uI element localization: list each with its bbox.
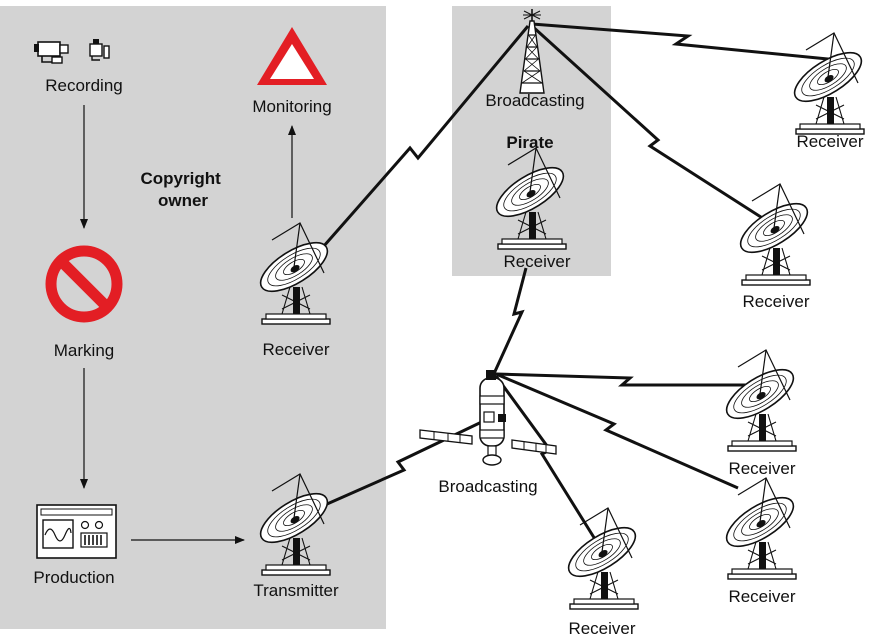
- warning-triangle-icon: [257, 27, 327, 85]
- production-label: Production: [33, 568, 114, 587]
- tower-broadcasting-label: Broadcasting: [485, 91, 584, 110]
- pirate-receiver-label: Receiver: [503, 252, 570, 271]
- marking-label: Marking: [54, 341, 114, 360]
- owner-receiver-label: Receiver: [262, 340, 329, 359]
- sat-receiver-3-dish-icon: [560, 507, 644, 610]
- transmitter-label: Transmitter: [253, 581, 339, 600]
- recording-label: Recording: [45, 76, 123, 95]
- tower-receiver-1-dish-icon: [786, 32, 869, 135]
- camera-icon: [34, 39, 110, 64]
- satellite-icon: [419, 370, 557, 466]
- sat-receiver-1-dish-icon: [718, 349, 802, 452]
- sat-receiver-3-label: Receiver: [568, 619, 635, 637]
- sat-receiver-2-dish-icon: [718, 477, 802, 580]
- pirate-label: Pirate: [506, 133, 553, 152]
- prohibited-icon: [45, 245, 123, 323]
- copyright-owner-label: Copyright owner: [140, 169, 225, 210]
- sat-receiver-1-label: Receiver: [728, 459, 795, 478]
- mixing-console-icon: [36, 504, 117, 559]
- process-flow-arrows: [80, 105, 296, 544]
- tower-receiver-1-label: Receiver: [796, 132, 863, 151]
- tower-receiver-2-dish-icon: [732, 183, 816, 286]
- sat-receiver-2-label: Receiver: [728, 587, 795, 606]
- copyright-owner-line-1: Copyright: [140, 169, 221, 188]
- copyright-owner-line-2: owner: [158, 191, 208, 210]
- satellite-broadcasting-label: Broadcasting: [438, 477, 537, 496]
- monitoring-label: Monitoring: [252, 97, 331, 116]
- tower-receiver-2-label: Receiver: [742, 292, 809, 311]
